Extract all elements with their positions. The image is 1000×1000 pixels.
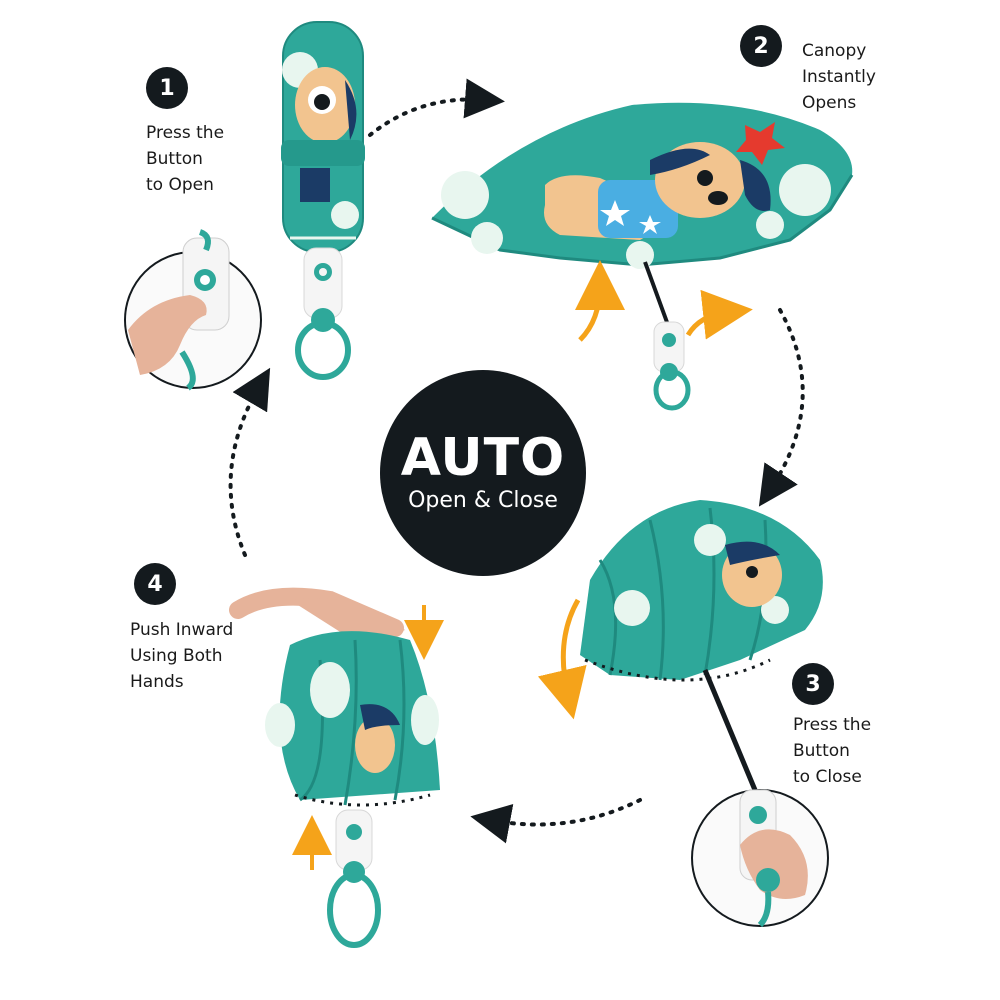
- hand-closeup-close: [691, 789, 829, 928]
- closing-umbrella: [580, 500, 823, 791]
- step-1-caption: Press the Button to Open: [146, 120, 224, 198]
- auto-open-close-badge: AUTO Open & Close: [380, 370, 586, 576]
- step-1-line-2: Button: [146, 149, 203, 169]
- folded-umbrella: [281, 21, 365, 380]
- step-2-line-2: Instantly: [802, 67, 876, 87]
- step-4-caption: Push Inward Using Both Hands: [130, 617, 233, 695]
- push-closed-umbrella: [229, 587, 440, 948]
- center-subtitle: Open & Close: [408, 488, 558, 513]
- orange-arrow-rise-right: [685, 289, 753, 340]
- step-3-number: 3: [805, 671, 821, 697]
- step-1-line-1: Press the: [146, 123, 225, 143]
- dotted-arrow-2-to-3: [758, 308, 805, 507]
- step-4-number: 4: [147, 571, 163, 597]
- step-4-line-1: Push Inward: [130, 620, 234, 640]
- step-2-number: 2: [753, 33, 769, 59]
- dotted-arrow-1-to-2: [368, 78, 505, 137]
- step-3-line-1: Press the: [793, 715, 872, 735]
- step-2-badge: 2: [740, 25, 782, 67]
- hand-closeup-open: [124, 229, 262, 391]
- dotted-arrow-3-to-4: [470, 798, 642, 844]
- step-3-line-2: Button: [793, 741, 850, 761]
- step-3-caption: Press the Button to Close: [793, 712, 871, 790]
- step-3-badge: 3: [792, 663, 834, 705]
- step-2-caption: Canopy Instantly Opens: [802, 38, 876, 116]
- step-1-badge: 1: [146, 67, 188, 109]
- center-title: AUTO: [400, 428, 566, 488]
- step-4-line-2: Using Both: [130, 646, 223, 666]
- dotted-arrow-4-to-1: [228, 367, 271, 557]
- step-2-line-1: Canopy: [802, 41, 867, 61]
- orange-arrow-down: [537, 598, 587, 720]
- step-4-badge: 4: [134, 563, 176, 605]
- orange-arrow-rise-left: [574, 260, 625, 342]
- step-1-number: 1: [159, 75, 175, 101]
- step-1-line-3: to Open: [146, 175, 214, 195]
- step-3-line-3: to Close: [793, 767, 862, 787]
- step-2-line-3: Opens: [802, 93, 857, 113]
- step-4-line-3: Hands: [130, 672, 184, 692]
- open-umbrella: [431, 102, 854, 411]
